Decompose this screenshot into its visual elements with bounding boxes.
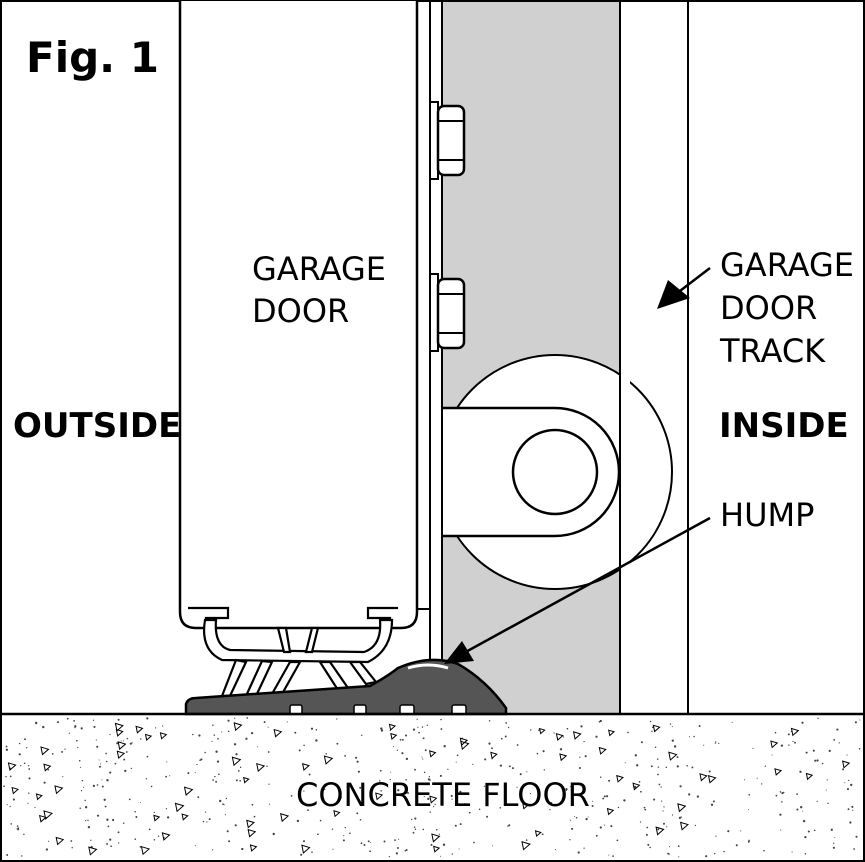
hump-groove [407, 663, 449, 670]
garage-door-label-line1: GARAGE [252, 250, 386, 288]
figure-title: Fig. 1 [26, 33, 159, 82]
track-wall [619, 0, 689, 715]
inside-label: INSIDE [719, 406, 849, 446]
garage-door-panel [178, 1, 419, 630]
bolt-lower [429, 273, 466, 352]
track-label-line2: DOOR [720, 289, 817, 327]
concrete-texture [3, 717, 861, 858]
outside-label: OUTSIDE [13, 406, 181, 446]
bottom-door-seal [188, 606, 398, 698]
roller-bracket [428, 406, 621, 538]
track-label-line1: GARAGE [720, 246, 854, 284]
bolt-upper [429, 101, 466, 180]
door-end-cap [416, 0, 431, 610]
track-label-line3: TRACK [719, 332, 826, 370]
concrete-floor-label: CONCRETE FLOOR [296, 776, 590, 814]
hump-label: HUMP [720, 496, 814, 534]
roller-axle [511, 428, 599, 516]
garage-door-label-line2: DOOR [252, 292, 349, 330]
track-arrow [657, 267, 711, 309]
hump-arrow [444, 516, 711, 664]
threshold-hump [184, 658, 508, 716]
threshold-teeth [289, 704, 467, 715]
